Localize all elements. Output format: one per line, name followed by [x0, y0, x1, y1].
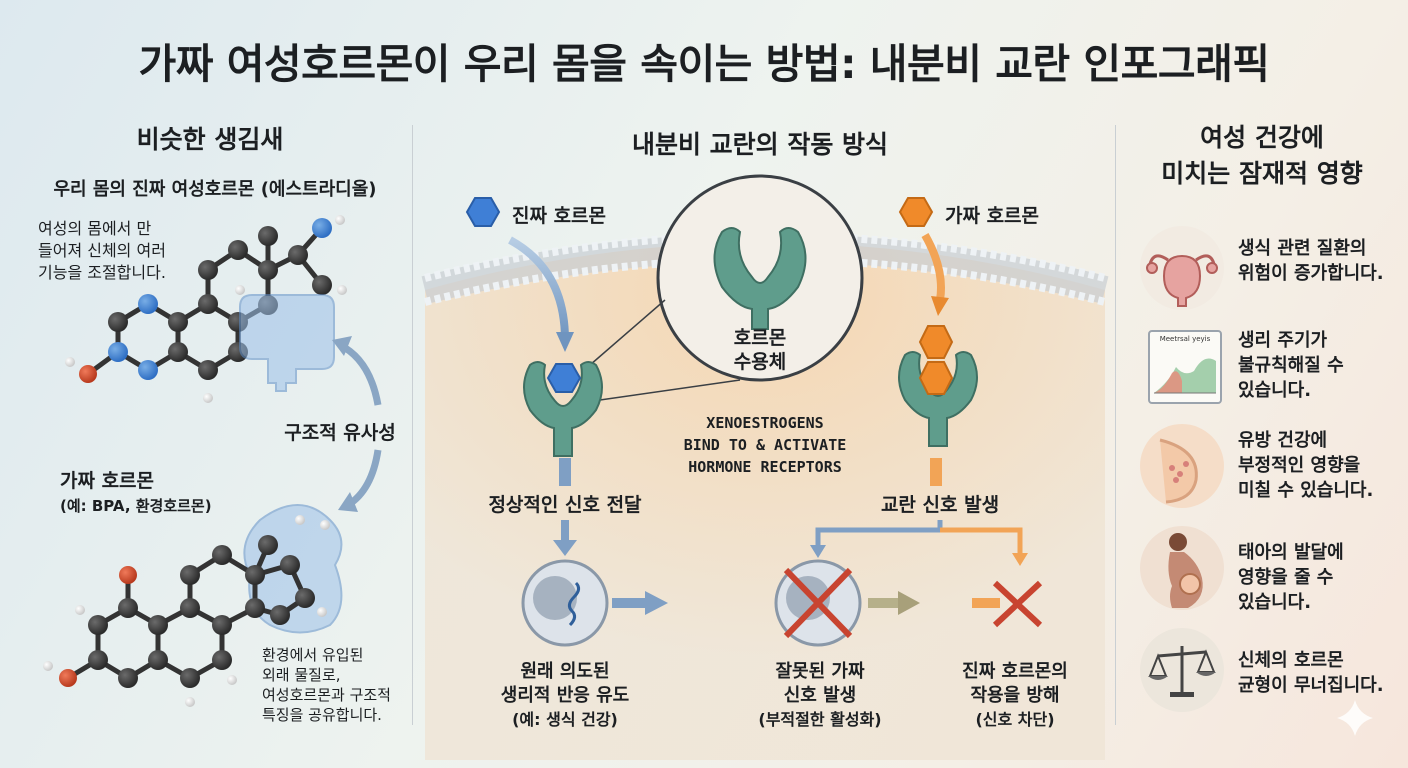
fake-hormone-legend: 가짜 호르몬: [945, 205, 1040, 227]
bound-fake-hormone-icon: [918, 325, 954, 359]
uterus-icon: [1140, 226, 1224, 310]
menstrual-chart-icon: Meetrsal yeyis: [1148, 330, 1222, 404]
split-arrow-right: [940, 527, 1023, 556]
fake-hormone-example: (예: BPA, 환경호르몬): [60, 497, 212, 515]
bound-real-hormone-icon: [546, 363, 582, 393]
fake-hormone-icon: [898, 197, 934, 227]
receptor-normal-icon: [523, 361, 603, 457]
center-heading: 내분비 교란의 작동 방식: [631, 130, 889, 159]
similarity-arrow-up: [338, 341, 382, 406]
fake-hormone-arrow: [921, 233, 945, 301]
real-hormone-icon: [465, 197, 501, 227]
sparkle-icon: [1337, 700, 1373, 736]
disrupt-signal-bar: [930, 458, 942, 486]
scale-icon: [1140, 628, 1224, 712]
real-hormone-legend: 진짜 호르몬: [512, 205, 607, 227]
receptor-large-icon: [713, 227, 807, 330]
bpa-molecule: [43, 515, 330, 707]
normal-signal-label: 정상적인 신호 전달: [488, 494, 642, 516]
receptor-magnifier: [656, 174, 864, 382]
breast-icon: [1140, 424, 1224, 508]
real-hormone-arrow: [508, 236, 569, 341]
disrupt-signal-label: 교란 신호 발생: [880, 494, 1000, 516]
fake-hormone-label: 가짜 호르몬: [60, 470, 155, 492]
structural-similarity-label: 구조적 유사성: [284, 422, 396, 444]
real-hormone-label: 우리 몸의 진짜 여성호르몬 (에스트라디올): [53, 179, 377, 200]
similarity-arrow-down: [346, 449, 382, 508]
normal-signal-bar: [559, 458, 571, 486]
divider-right: [1115, 125, 1116, 725]
pregnancy-icon: [1140, 526, 1224, 610]
left-heading: 비슷한 생김새: [136, 125, 284, 154]
split-arrow-left: [815, 520, 943, 548]
page-title: 가짜 여성호르몬이 우리 몸을 속이는 방법: 내분비 교란 인포그래픽: [138, 40, 1270, 88]
divider-left: [412, 125, 413, 725]
key-shape-icon: [239, 294, 335, 392]
